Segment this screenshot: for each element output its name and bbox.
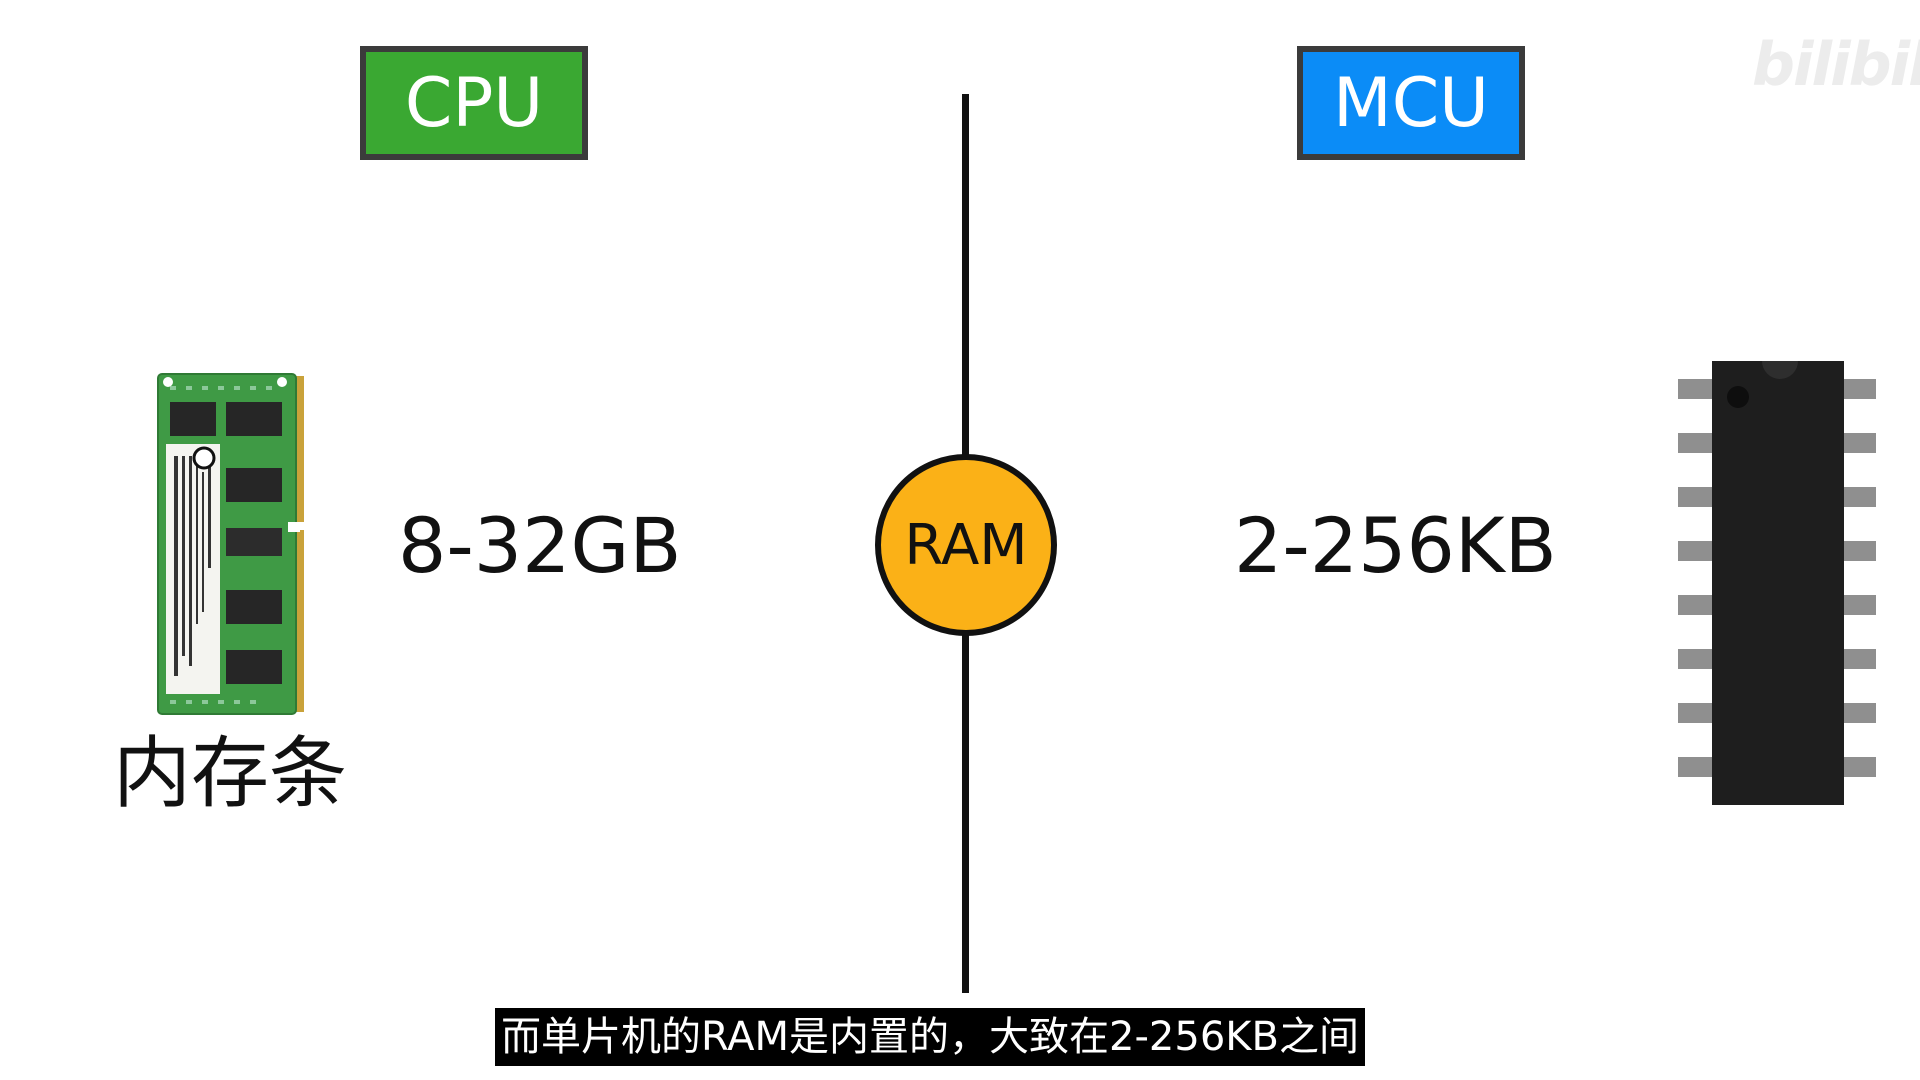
bilibili-watermark: bilibili	[1752, 30, 1920, 100]
ram-center-circle: RAM	[875, 454, 1057, 636]
ram-stick-icon	[156, 372, 308, 720]
subtitle-caption: 而单片机的RAM是内置的，大致在2-256KB之间	[495, 1008, 1365, 1066]
mcu-ram-capacity: 2-256KB	[1234, 501, 1557, 590]
mcu-header-box: MCU	[1297, 46, 1525, 160]
cpu-ram-capacity: 8-32GB	[398, 501, 682, 590]
microcontroller-chip-icon	[1678, 357, 1878, 813]
divider-line-bottom	[962, 631, 969, 993]
cpu-header-box: CPU	[360, 46, 588, 160]
divider-line-top	[962, 94, 969, 457]
ram-stick-label: 内存条	[113, 729, 348, 819]
